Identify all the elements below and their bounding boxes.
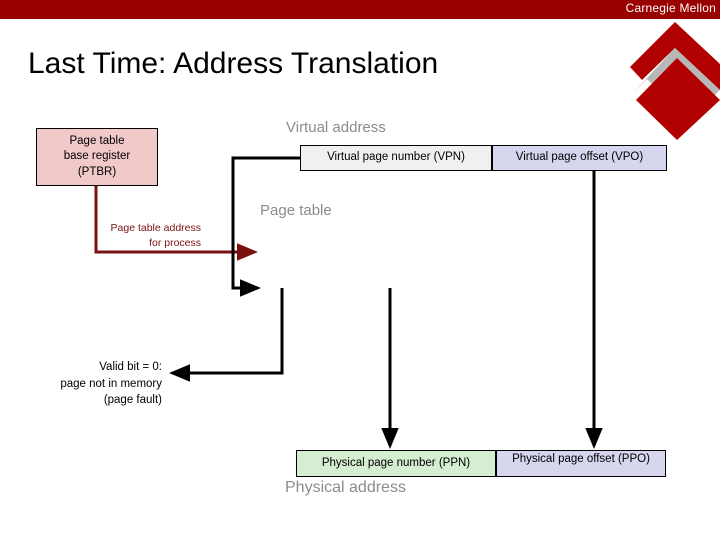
- ppn-label: Physical page number (PPN): [321, 456, 471, 469]
- banner-title: Carnegie Mellon: [625, 1, 716, 15]
- ppn-box: Physical page number (PPN): [296, 450, 496, 477]
- carnegie-mellon-logo: [630, 22, 720, 140]
- virtual-address-label: Virtual address: [286, 119, 386, 136]
- page-title: Last Time: Address Translation: [28, 47, 439, 80]
- page-table-address-label: Page table address for process: [110, 222, 201, 250]
- ppo-box: Physical page offset (PPO): [496, 450, 666, 477]
- page-table-label: Page table: [260, 202, 332, 219]
- ptbr-box: Page table base register (PTBR): [36, 128, 158, 186]
- wire-vpn-to-page-table: [231, 156, 300, 297]
- vpn-label: Virtual page number (VPN): [327, 151, 465, 164]
- logo-red-diamond-bottom: [636, 58, 720, 140]
- vpo-label: Virtual page offset (VPO): [515, 151, 644, 164]
- vpn-box: Virtual page number (VPN): [300, 145, 492, 171]
- wire-page-table-to-page-fault: [169, 288, 284, 382]
- logo-red-chevron-top: [630, 22, 720, 90]
- top-banner: Carnegie Mellon: [0, 0, 720, 19]
- physical-address-label: Physical address: [285, 479, 406, 496]
- ppo-label: Physical page offset (PPO): [512, 453, 650, 465]
- ptbr-label: Page table base register (PTBR): [63, 134, 131, 178]
- vpo-box: Virtual page offset (VPO): [492, 145, 667, 171]
- valid-bit-fault-label: Valid bit = 0: page not in memory (page …: [60, 361, 162, 407]
